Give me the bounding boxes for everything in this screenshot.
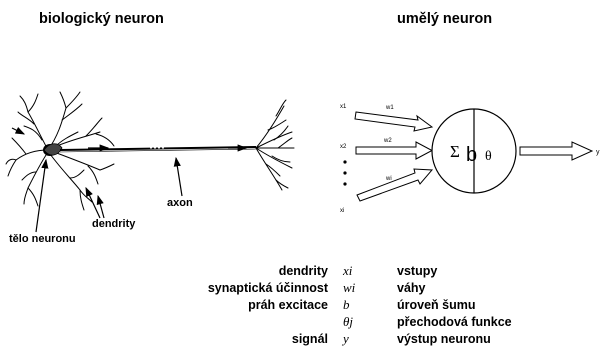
heading-artificial-neuron: umělý neuron [397,11,493,27]
legend-desc: váhy [397,281,426,295]
weight-wi: wi [385,176,392,182]
ellipsis-dot-3 [343,182,347,186]
legend-row: dendrity xi vstupy [0,263,611,279]
theta-symbol: θ [485,149,492,164]
legend-desc: výstup neuronu [397,332,491,346]
legend-term: práh excitace [248,298,328,312]
legend-row: práh excitace b úroveň šumu [0,297,611,313]
input-xi: xi [340,208,344,214]
input-arrow-2 [355,141,434,160]
input-arrow-3 [356,168,434,202]
legend-row: synaptická účinnost wi váhy [0,280,611,296]
label-dendrity: dendrity [92,218,136,230]
output-y: y [596,149,600,156]
legend-term: dendrity [278,264,328,278]
legend-symbol: b [343,297,350,312]
input-x1: x1 [340,104,347,110]
telo-pointer [35,158,49,233]
legend-symbol: y [343,331,349,346]
heading-biological-neuron: biologický neuron [39,11,164,27]
legend-row: signál y výstup neuronu [0,331,611,347]
legend-symbol: wi [343,280,356,295]
axon-pointer [173,156,183,197]
input-arrow [11,127,26,135]
input-arrow-1 [354,111,434,132]
legend-row: θj přechodová funkce [0,314,611,330]
legend-symbol: θj [343,314,353,329]
dendrity-pointer-1 [85,186,101,219]
legend-desc: úroveň šumu [397,298,476,312]
legend-term: signál [291,332,328,346]
label-axon: axon [167,197,193,209]
ellipsis-dot-1 [343,160,347,164]
axon-terminals [255,99,295,191]
dendrity-pointer-2 [96,194,105,219]
output-arrow [519,141,594,161]
legend-desc: vstupy [397,264,438,278]
weight-w1: w1 [385,105,394,111]
soma-shape [43,143,63,156]
legend-desc: přechodová funkce [397,315,512,329]
legend-symbol: xi [343,263,353,278]
label-telo-neuronu: tělo neuronu [9,233,76,245]
legend-term: synaptická účinnost [207,281,328,295]
bias-symbol: b [466,144,477,166]
sum-symbol: Σ [450,142,460,161]
weight-w2: w2 [383,138,392,144]
input-x2: x2 [340,144,347,150]
ellipsis-dot-2 [343,171,347,175]
